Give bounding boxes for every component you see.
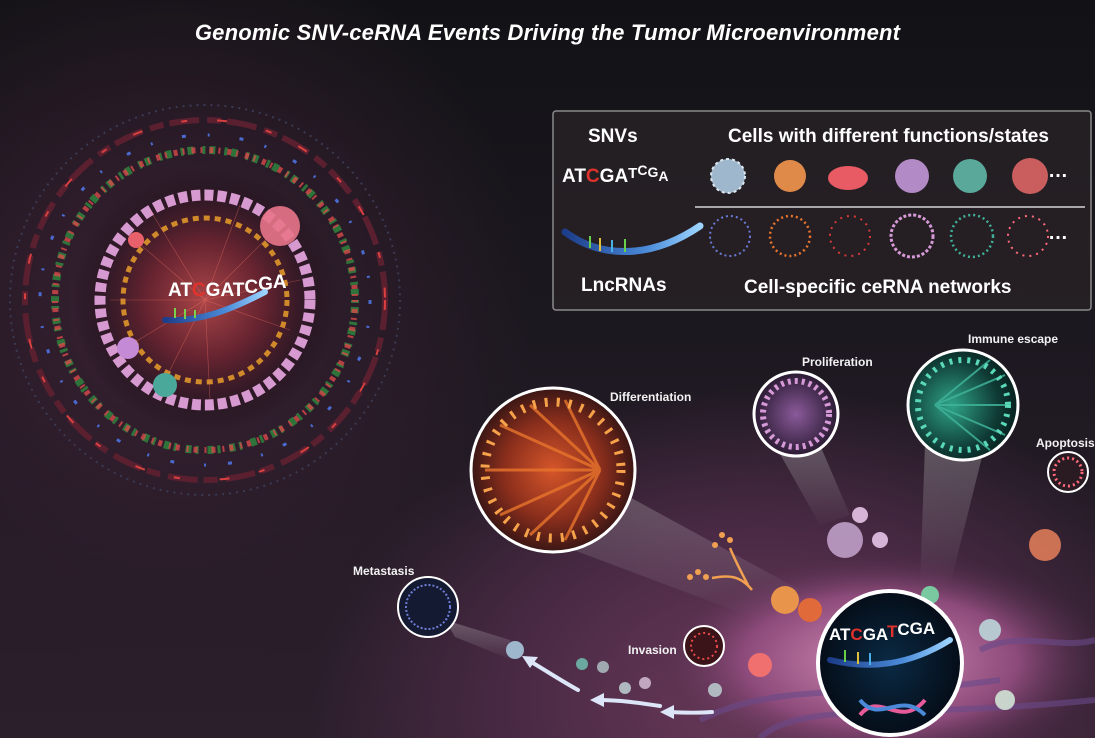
panel-sequence: ATCGATCGA: [562, 162, 669, 188]
figure-title: Genomic SNV-ceRNA Events Driving the Tum…: [194, 20, 901, 45]
metastasis-network: [397, 576, 459, 638]
info-panel: [552, 110, 1092, 311]
seq-letter: C: [637, 162, 648, 178]
label-differentiation: Differentiation: [610, 390, 692, 404]
seq-letter: T: [574, 166, 586, 187]
label-immune-escape: Immune escape: [968, 332, 1059, 346]
network-icons: [709, 213, 1049, 259]
seq-letter: A: [614, 166, 629, 187]
cells-label: Cells with different functions/states: [728, 126, 1049, 147]
immune-escape-network: [906, 348, 1020, 462]
proliferation-network: [752, 370, 840, 458]
differentiation-network: [469, 386, 637, 554]
more-networks-ellipsis: …: [1048, 222, 1071, 244]
lncrnas-label: LncRNAs: [581, 275, 667, 296]
snvs-label: SNVs: [588, 126, 638, 147]
more-cells-ellipsis: …: [1048, 160, 1071, 182]
cell-icons: [710, 158, 1048, 194]
networks-label: Cell-specific ceRNA networks: [744, 277, 1012, 298]
central-sequence: ATCGATCGA: [829, 619, 935, 644]
seq-letter: T: [628, 165, 638, 182]
seq-letter: A: [562, 166, 575, 187]
label-proliferation: Proliferation: [802, 355, 873, 369]
seq-letter: A: [658, 168, 669, 184]
circos-sequence: ATCGATCGA: [168, 272, 287, 301]
seq-letter-variant: C: [585, 166, 600, 187]
seq-letter: G: [647, 164, 659, 180]
migration-path: [506, 532, 753, 719]
central-snv-circle: ATCGATCGA: [816, 589, 964, 737]
apoptosis-network: [1047, 451, 1089, 493]
label-invasion: Invasion: [628, 643, 677, 657]
label-apoptosis: Apoptosis: [1036, 436, 1095, 450]
invasion-network: [683, 625, 725, 667]
label-metastasis: Metastasis: [353, 564, 415, 578]
seq-letter: G: [599, 166, 615, 187]
circos-plot: ATCGATCGA: [9, 104, 401, 496]
